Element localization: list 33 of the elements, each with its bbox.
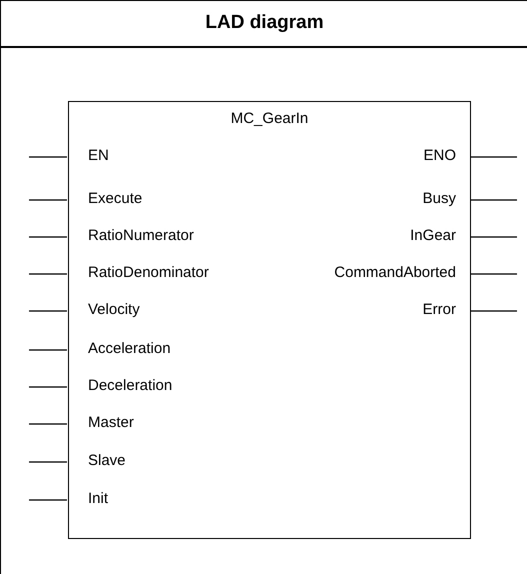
pin-line xyxy=(470,199,517,201)
pin-line xyxy=(29,236,67,238)
pin-line xyxy=(470,310,517,312)
input-pin-label: RatioNumerator xyxy=(88,227,194,245)
input-pin-label: Init xyxy=(88,490,108,508)
output-pin-label: CommandAborted xyxy=(334,264,456,282)
pin-line xyxy=(29,199,67,201)
output-pin-label: Error xyxy=(422,301,456,319)
pin-line xyxy=(29,461,67,463)
pin-line xyxy=(29,386,67,388)
pin-line xyxy=(29,499,67,501)
input-pin-label: RatioDenominator xyxy=(88,264,209,282)
input-pin-label: Slave xyxy=(88,452,126,470)
pin-line xyxy=(29,349,67,351)
input-pin-label: Deceleration xyxy=(88,377,172,395)
pin-line xyxy=(29,273,67,275)
input-pin-label: EN xyxy=(88,147,109,165)
output-pin-label: Busy xyxy=(422,190,456,208)
pin-line xyxy=(29,156,67,158)
output-pin-label: InGear xyxy=(410,227,456,245)
block-name: MC_GearIn xyxy=(230,110,310,128)
pin-line xyxy=(470,273,517,275)
input-pin-label: Acceleration xyxy=(88,340,171,358)
pin-line xyxy=(29,310,67,312)
pin-line xyxy=(470,236,517,238)
input-pin-label: Master xyxy=(88,414,134,432)
input-pin-label: Velocity xyxy=(88,301,140,319)
pin-line xyxy=(470,156,517,158)
function-block xyxy=(68,101,471,539)
output-pin-label: ENO xyxy=(423,147,456,165)
panel-title: LAD diagram xyxy=(204,12,325,34)
pin-line xyxy=(29,423,67,425)
input-pin-label: Execute xyxy=(88,190,142,208)
